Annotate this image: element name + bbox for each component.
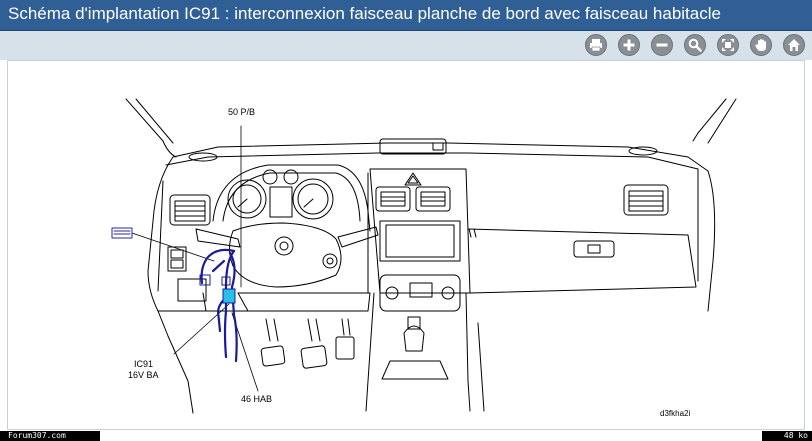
window-title: Schéma d'implantation IC91 : interconnex… [8,4,721,23]
hand-icon [755,39,766,51]
pan-button[interactable] [750,34,772,56]
footer-strip [100,431,762,441]
dashboard-drawing [111,98,737,414]
plus-icon [623,39,635,51]
home-icon [788,39,800,51]
home-button[interactable] [783,34,805,56]
printer-icon [590,39,602,52]
site-watermark: Forum307.com [0,431,100,441]
drawing-reference: d3fkha2i [660,409,691,418]
viewer-toolbar [0,31,812,60]
zoom-out-button[interactable] [651,34,673,56]
callout-50-pb: 50 P/B [228,107,256,117]
zoom-region-button[interactable] [684,34,706,56]
title-bar: Schéma d'implantation IC91 : interconnex… [0,0,812,31]
callout-ic91-sub: 16V BA [128,370,159,380]
file-size: 48 ko [762,431,812,441]
fit-view-button[interactable] [717,34,739,56]
minus-icon [656,43,668,47]
fit-icon [722,39,734,51]
callout-ic91: IC91 [134,359,154,369]
diagram-canvas[interactable]: 50 P/B IC91 16V BA 46 HAB d3fkha2i [7,60,805,430]
callout-46-hab: 46 HAB [241,394,273,404]
magnifier-icon [688,38,702,52]
print-button[interactable] [585,34,607,56]
zoom-in-button[interactable] [618,34,640,56]
